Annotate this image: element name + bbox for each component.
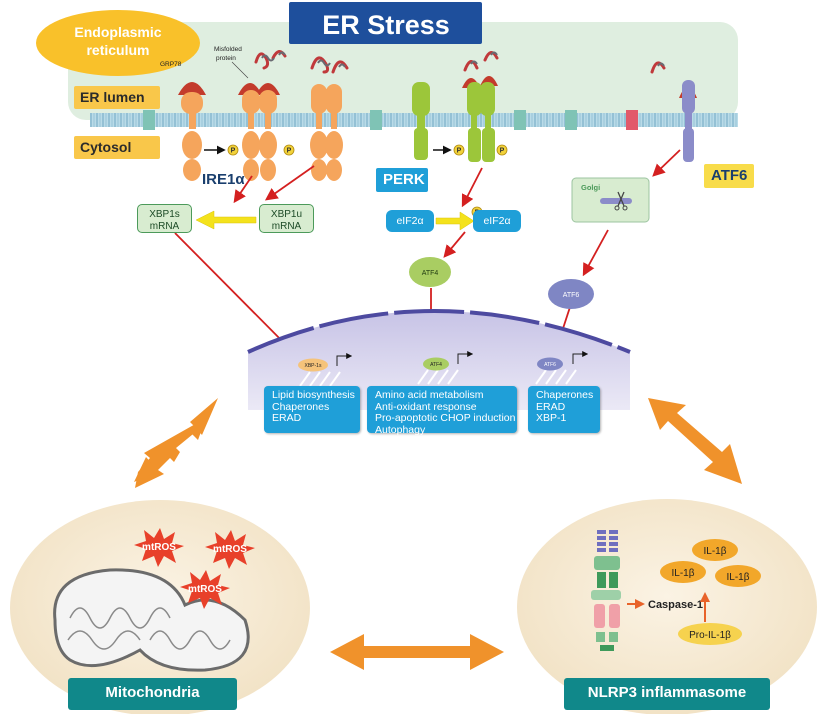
ire1-label: IRE1α: [202, 171, 245, 188]
eif2a-box: eIF2α: [386, 210, 434, 232]
membrane-channel-red: [626, 110, 638, 130]
ire1-output-item: Lipid biosynthesis: [272, 389, 355, 401]
atf6-tf-label: ATF6: [544, 362, 556, 368]
atf6-sensor: [679, 80, 697, 162]
membrane-channel: [143, 110, 155, 130]
nlrp3-label: NLRP3 inflammasome: [564, 678, 770, 710]
xbp1s-tf-label: XBP-1s: [305, 363, 322, 369]
atf6-tf: [537, 357, 563, 371]
er-oval: [36, 10, 200, 76]
membrane-channel: [370, 110, 382, 130]
il1b-label: IL-1β: [727, 572, 750, 583]
atf4-cytosolic: [409, 257, 451, 287]
il1b-label: IL-1β: [704, 546, 727, 557]
pro-il1b-label: Pro-IL-1β: [689, 630, 731, 641]
phospho-label: P: [287, 148, 292, 155]
er-lumen-label: ER lumen: [74, 86, 160, 109]
crosstalk-arrow-right: [648, 398, 742, 484]
xbp1s-tf: [298, 358, 328, 372]
misfolded-protein-grey: [261, 51, 665, 68]
ire1-output-item: ERAD: [272, 412, 302, 424]
xbp1u-line1: XBP1u: [270, 209, 303, 220]
caspase-1-label: Caspase-1: [648, 599, 703, 611]
mtros-label: mtROS: [188, 584, 222, 595]
perk-output-item: Amino acid metabolism: [375, 389, 484, 401]
perk-output-box: Amino acid metabolism Anti-oxidant respo…: [367, 386, 517, 435]
mitochondrion-icon: [53, 568, 250, 672]
xbp1s-line1: XBP1s: [149, 209, 180, 220]
er-membrane: [90, 113, 738, 127]
atf6-output-item: ERAD: [536, 400, 566, 413]
atf6-output-item: XBP-1: [536, 412, 567, 424]
atf6-fragment-label: ATF6: [563, 292, 580, 299]
crosstalk-arrow-left: [134, 398, 218, 482]
atf4-tf: [423, 357, 449, 371]
perk-label-box: [376, 168, 428, 192]
perk-dimer: [462, 76, 498, 162]
atf4-label: ATF4: [422, 270, 439, 277]
membrane-channel: [514, 110, 526, 130]
atf6-cytosolic: [548, 279, 594, 309]
page-title: ER Stress: [322, 10, 450, 40]
crosstalk-arrow-bottom: [330, 634, 504, 670]
mitochondria-label: Mitochondria: [68, 678, 237, 710]
atf6-label-box: [704, 164, 754, 188]
ire1-dimer-active: [310, 84, 343, 181]
mtros-label: mtROS: [142, 542, 176, 553]
eif2a-phosphorylation-arrow: [435, 211, 475, 231]
ire1-dimer: [238, 83, 280, 181]
pro-il1b-oval: [678, 623, 742, 645]
perk-monomer: [412, 82, 430, 160]
splicing-arrow: [195, 210, 257, 230]
dna-promoters: [299, 369, 577, 387]
phospho-label: P: [457, 148, 462, 155]
atf6-output-box: Chaperones ERAD XBP-1: [528, 386, 600, 433]
atf6-label: ATF6: [711, 167, 748, 184]
xbp1u-line2: mRNA: [271, 221, 302, 232]
perk-label: PERK: [383, 171, 425, 188]
phospho-label: P: [231, 148, 236, 155]
mtros-label: mtROS: [213, 544, 247, 555]
atf6-output-item: Chaperones: [536, 389, 594, 401]
eif2a-p-box: eIF2α: [473, 210, 521, 232]
nlrp3-cell: [517, 499, 817, 714]
grp78-label: GRP78: [160, 61, 182, 68]
perk-output-item: Anti-oxidant response: [375, 400, 477, 413]
xbp1s-line2: mRNA: [149, 221, 180, 232]
atf4-tf-label: ATF4: [430, 362, 442, 368]
er-label-line2: reticulum: [86, 42, 149, 58]
misfolded-protein-icons: [254, 50, 666, 74]
ire1-output-item: Chaperones: [272, 400, 330, 413]
perk-output-item: Pro-apoptotic CHOP induction: [375, 412, 516, 424]
inflammasome-icon: [591, 530, 621, 651]
misfolded-label-2: protein: [216, 55, 236, 62]
perk-output-item: Autophagy: [375, 423, 426, 436]
title-box: [289, 2, 482, 44]
er-label-line1: Endoplasmic: [74, 24, 161, 40]
cytosol-label: Cytosol: [74, 136, 160, 159]
ire1-output-box: Lipid biosynthesis Chaperones ERAD: [264, 386, 360, 433]
mtros-bursts: [134, 528, 255, 609]
ire1-monomer: [178, 82, 206, 181]
misfolded-label-1: Misfolded: [214, 46, 242, 53]
phospho-label: P: [500, 148, 505, 155]
il1b-ovals: [660, 539, 761, 587]
xbp1s-mrna-box: XBP1s mRNA: [137, 204, 192, 233]
membrane-channel: [565, 110, 577, 130]
transcription-start-arrows: [336, 351, 589, 366]
xbp1u-mrna-box: XBP1u mRNA: [259, 204, 314, 233]
il1b-label: IL-1β: [672, 568, 695, 579]
golgi-cleavage-icon: [600, 191, 632, 211]
golgi-label: Golgi: [581, 183, 600, 192]
misfolded-pointer: [231, 61, 249, 79]
nuclear-envelope: [247, 309, 631, 354]
er-lumen-region: [68, 22, 738, 120]
